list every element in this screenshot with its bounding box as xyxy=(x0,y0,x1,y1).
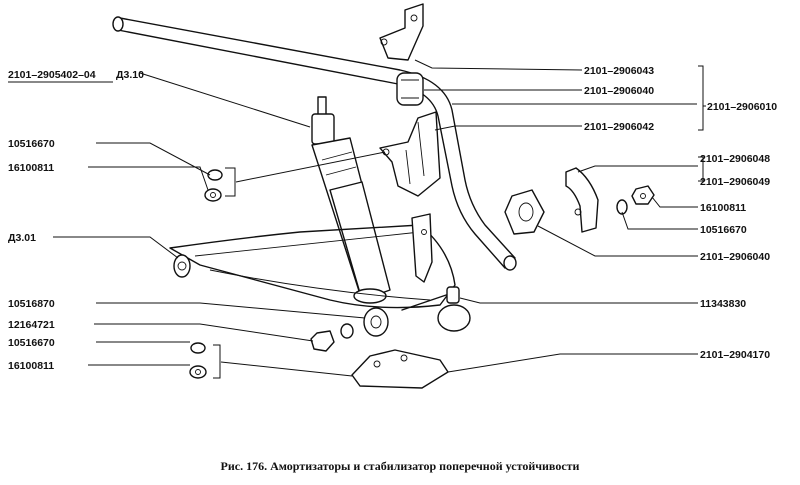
label-absorber-part: 2101–2905402–04 xyxy=(8,69,96,81)
nut-left-low xyxy=(189,342,207,379)
lower-control-arm xyxy=(169,224,456,309)
nut-left-mid xyxy=(310,323,354,352)
label-cushion-top: 2101–2906040 xyxy=(584,85,654,97)
label-nut-left-low: 16100811 xyxy=(8,360,54,372)
washer-right xyxy=(616,199,628,215)
clamp-right xyxy=(565,167,599,233)
brace-left-low xyxy=(213,344,221,379)
lower-mounting-plate xyxy=(351,349,449,389)
label-clamp-a: 2101–2906048 xyxy=(700,153,770,165)
label-cushion-right: 2101–2906040 xyxy=(700,251,770,263)
stabilizer-bracket-lower xyxy=(379,111,441,197)
label-bolt-right: 11343830 xyxy=(700,298,746,310)
figure-caption: Рис. 176. Амортизаторы и стабилизатор по… xyxy=(221,459,580,473)
label-nut-right: 16100811 xyxy=(700,202,746,214)
leader-lines xyxy=(53,59,698,377)
arm-bushing xyxy=(363,307,389,337)
label-nut-left-mid: 12164721 xyxy=(8,319,55,331)
shock-absorber xyxy=(311,96,391,304)
part-labels: 2101–2905402–04 Д3.10 2101–2906043 2101–… xyxy=(8,65,777,372)
label-washer-right: 10516670 xyxy=(700,224,747,236)
stabilizer-bracket-top xyxy=(379,3,424,61)
label-bracket-lower: 2101–2906042 xyxy=(584,121,654,133)
label-stabilizer-assy: 2101–2906010 xyxy=(707,101,777,113)
ball-joint xyxy=(401,213,471,332)
stabilizer-cushion-top xyxy=(396,72,424,106)
label-plate-lower: 2101–2904170 xyxy=(700,349,770,361)
label-bracket-top: 2101–2906043 xyxy=(584,65,654,77)
brace-stabilizer-assy xyxy=(698,65,706,131)
label-arm-ref: Д3.01 xyxy=(8,232,36,244)
label-washer-left-low: 10516670 xyxy=(8,337,55,349)
brace-clamp xyxy=(698,156,704,182)
brace-left-top xyxy=(225,167,236,197)
cushion-right xyxy=(504,189,545,235)
label-nut-left-top: 16100811 xyxy=(8,162,54,174)
label-clamp-b: 2101–2906049 xyxy=(700,176,770,188)
label-absorber-ref: Д3.10 xyxy=(116,69,144,81)
label-washer-left-top: 10516670 xyxy=(8,138,55,150)
label-washer-left-mid: 10516870 xyxy=(8,298,55,310)
nut-right xyxy=(631,185,655,205)
nut-left-top xyxy=(204,169,223,202)
